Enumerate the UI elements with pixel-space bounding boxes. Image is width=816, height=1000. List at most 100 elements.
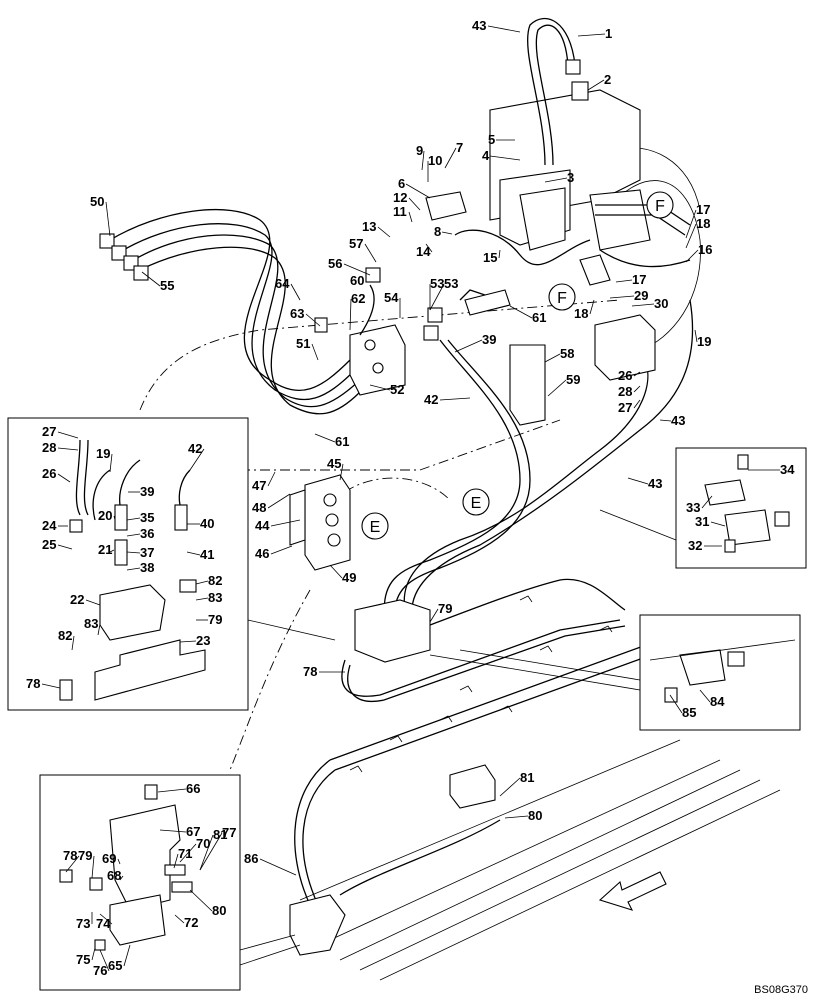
view-markers: F F E E: [361, 191, 674, 540]
callout-label: 61: [335, 434, 349, 449]
callout-label: 46: [255, 546, 269, 561]
bracket-58: [464, 289, 546, 426]
callout-label: 23: [196, 633, 210, 648]
leader-line: [314, 433, 336, 443]
leader-line: [91, 855, 95, 879]
leader-line: [421, 150, 425, 171]
leader-line: [609, 295, 635, 299]
view-marker: E: [471, 495, 482, 512]
callout-label: 81: [520, 770, 534, 785]
leader-line: [41, 683, 61, 689]
leader-line: [509, 305, 533, 319]
callout-label: 9: [416, 143, 423, 158]
valve-block-26: [579, 254, 656, 381]
leader-line: [329, 564, 343, 579]
leader-line: [119, 875, 124, 881]
leader-line: [685, 209, 697, 239]
leader-line: [97, 623, 101, 636]
leader-line: [408, 211, 413, 223]
callout-label: 13: [362, 219, 376, 234]
callout-label: 86: [244, 851, 258, 866]
leader-line: [669, 694, 683, 714]
callout-label: 82: [208, 573, 222, 588]
leader-line: [126, 517, 141, 521]
callout-label: 30: [654, 296, 668, 311]
callout-label: 78: [63, 848, 77, 863]
machine-outline: [139, 147, 781, 981]
leader-line: [173, 853, 179, 869]
leader-line: [498, 249, 501, 259]
callout-label: 43: [472, 18, 486, 33]
callout-label: 82: [58, 628, 72, 643]
leader-line: [109, 549, 115, 553]
leader-line: [195, 597, 209, 601]
leader-line: [699, 689, 711, 703]
callout-label: 73: [76, 916, 90, 931]
callout-label: 43: [671, 413, 685, 428]
leader-line: [174, 914, 185, 924]
callout-label: 40: [200, 516, 214, 531]
leader-line: [489, 155, 521, 161]
leader-line: [199, 832, 223, 871]
callout-label: 33: [686, 500, 700, 515]
callout-label: 11: [393, 204, 407, 219]
control-valve-78: [341, 578, 626, 702]
leader-line: [499, 777, 521, 797]
callout-label: 25: [42, 537, 56, 552]
arrow-icon: [598, 871, 667, 911]
callout-label: 79: [208, 612, 222, 627]
callout-label: 27: [618, 400, 632, 415]
callout-label: 58: [560, 346, 574, 361]
leader-line: [425, 243, 433, 253]
callout-label: 24: [42, 518, 57, 533]
leader-line: [339, 463, 344, 481]
leader-line: [615, 279, 633, 283]
callout-label: 66: [186, 781, 200, 796]
callout-label: 4: [482, 148, 490, 163]
callout-label: 84: [710, 694, 725, 709]
leader-line: [267, 493, 291, 509]
callout-label: 42: [424, 392, 438, 407]
callout-label: 80: [212, 903, 226, 918]
leader-line: [91, 947, 96, 961]
callout-label: 78: [26, 676, 40, 691]
leader-line: [85, 599, 101, 606]
callout-label: 39: [140, 484, 154, 499]
leader-line: [311, 343, 319, 361]
leader-line: [429, 608, 439, 623]
callout-label: 45: [327, 456, 341, 471]
callout-label: 3: [567, 170, 574, 185]
leader-line: [105, 201, 111, 237]
hose-1: [527, 17, 589, 166]
leader-line: [126, 551, 141, 554]
detail-right-top-parts: [704, 454, 790, 553]
callout-label: 38: [140, 560, 154, 575]
leader-line: [429, 283, 445, 311]
leader-line: [195, 580, 209, 585]
leader-line: [377, 226, 391, 238]
callout-label: 51: [296, 336, 310, 351]
callout-label: 28: [42, 440, 56, 455]
callout-label: 17: [696, 202, 710, 217]
callout-label: 15: [483, 250, 497, 265]
leader-line: [186, 551, 201, 556]
leader-line: [547, 379, 567, 397]
callout-label: 28: [618, 384, 632, 399]
leader-line: [65, 855, 80, 873]
leader-line: [441, 231, 453, 235]
leader-line: [57, 473, 71, 483]
leader-line: [290, 283, 301, 301]
hose-39-42-43: [383, 289, 694, 621]
leader-line: [267, 471, 276, 487]
callout-label: 21: [98, 542, 112, 557]
callout-label: 56: [328, 256, 342, 271]
callout-label: 39: [482, 332, 496, 347]
hose-clips: [349, 595, 613, 773]
leader-line: [57, 431, 79, 439]
callout-label: 12: [393, 190, 407, 205]
leader-line: [57, 447, 79, 451]
callout-label: 50: [90, 194, 104, 209]
callout-label: 1: [605, 26, 612, 41]
leader-line: [633, 385, 641, 393]
callout-label: 71: [178, 846, 192, 861]
